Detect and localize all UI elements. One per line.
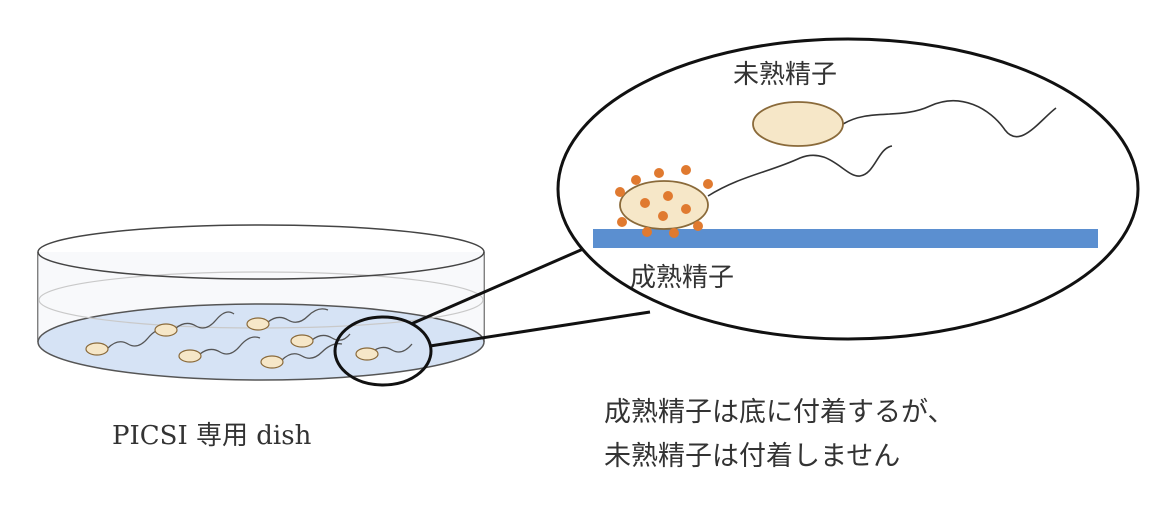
binding-dot (642, 227, 652, 237)
caption-line-1: 成熟精子は底に付着するが、 (604, 397, 954, 428)
dish-bottom-bar (593, 229, 1098, 248)
immature-sperm-head (752, 101, 844, 147)
binding-dot (681, 165, 691, 175)
binding-dot (681, 204, 691, 214)
callout-line-top (410, 244, 591, 326)
binding-dot (663, 191, 673, 201)
binding-dot (617, 217, 627, 227)
zoom-bubble (556, 37, 1140, 341)
petri-dish (37, 224, 485, 381)
callout-line-bottom (429, 310, 651, 348)
immature-sperm-tail (842, 100, 1057, 138)
dish-sperm-heads (85, 317, 379, 369)
mature-sperm (615, 145, 893, 238)
dish-sperm-head (290, 334, 314, 348)
mature-sperm-tail (707, 145, 893, 197)
label-immature-sperm: 未熟精子 (733, 60, 837, 90)
binding-dots (615, 165, 713, 238)
binding-dot (654, 168, 664, 178)
dish-sperm-head (85, 342, 109, 356)
binding-dot (669, 228, 679, 238)
dish-liquid (37, 303, 485, 381)
binding-dot (631, 175, 641, 185)
binding-dot (693, 221, 703, 231)
dish-sperm-head (355, 347, 379, 361)
mature-sperm-head (619, 180, 709, 230)
label-dish: PICSI 専用 dish (112, 421, 312, 451)
binding-dot (640, 198, 650, 208)
caption-line-2: 未熟精子は付着しません (604, 441, 900, 472)
dish-top-rim (37, 224, 485, 280)
dish-sperm-head (178, 349, 202, 363)
immature-sperm (752, 100, 1057, 147)
magnifier-circle (333, 315, 433, 387)
binding-dot (615, 187, 625, 197)
dish-sperm-head (154, 323, 178, 337)
dish-sperm-head (246, 317, 270, 331)
label-mature-sperm: 成熟精子 (630, 263, 734, 293)
binding-dot (703, 179, 713, 189)
dish-sperm-head (260, 355, 284, 369)
dish-sperm-group (107, 308, 413, 361)
binding-dot (658, 211, 668, 221)
